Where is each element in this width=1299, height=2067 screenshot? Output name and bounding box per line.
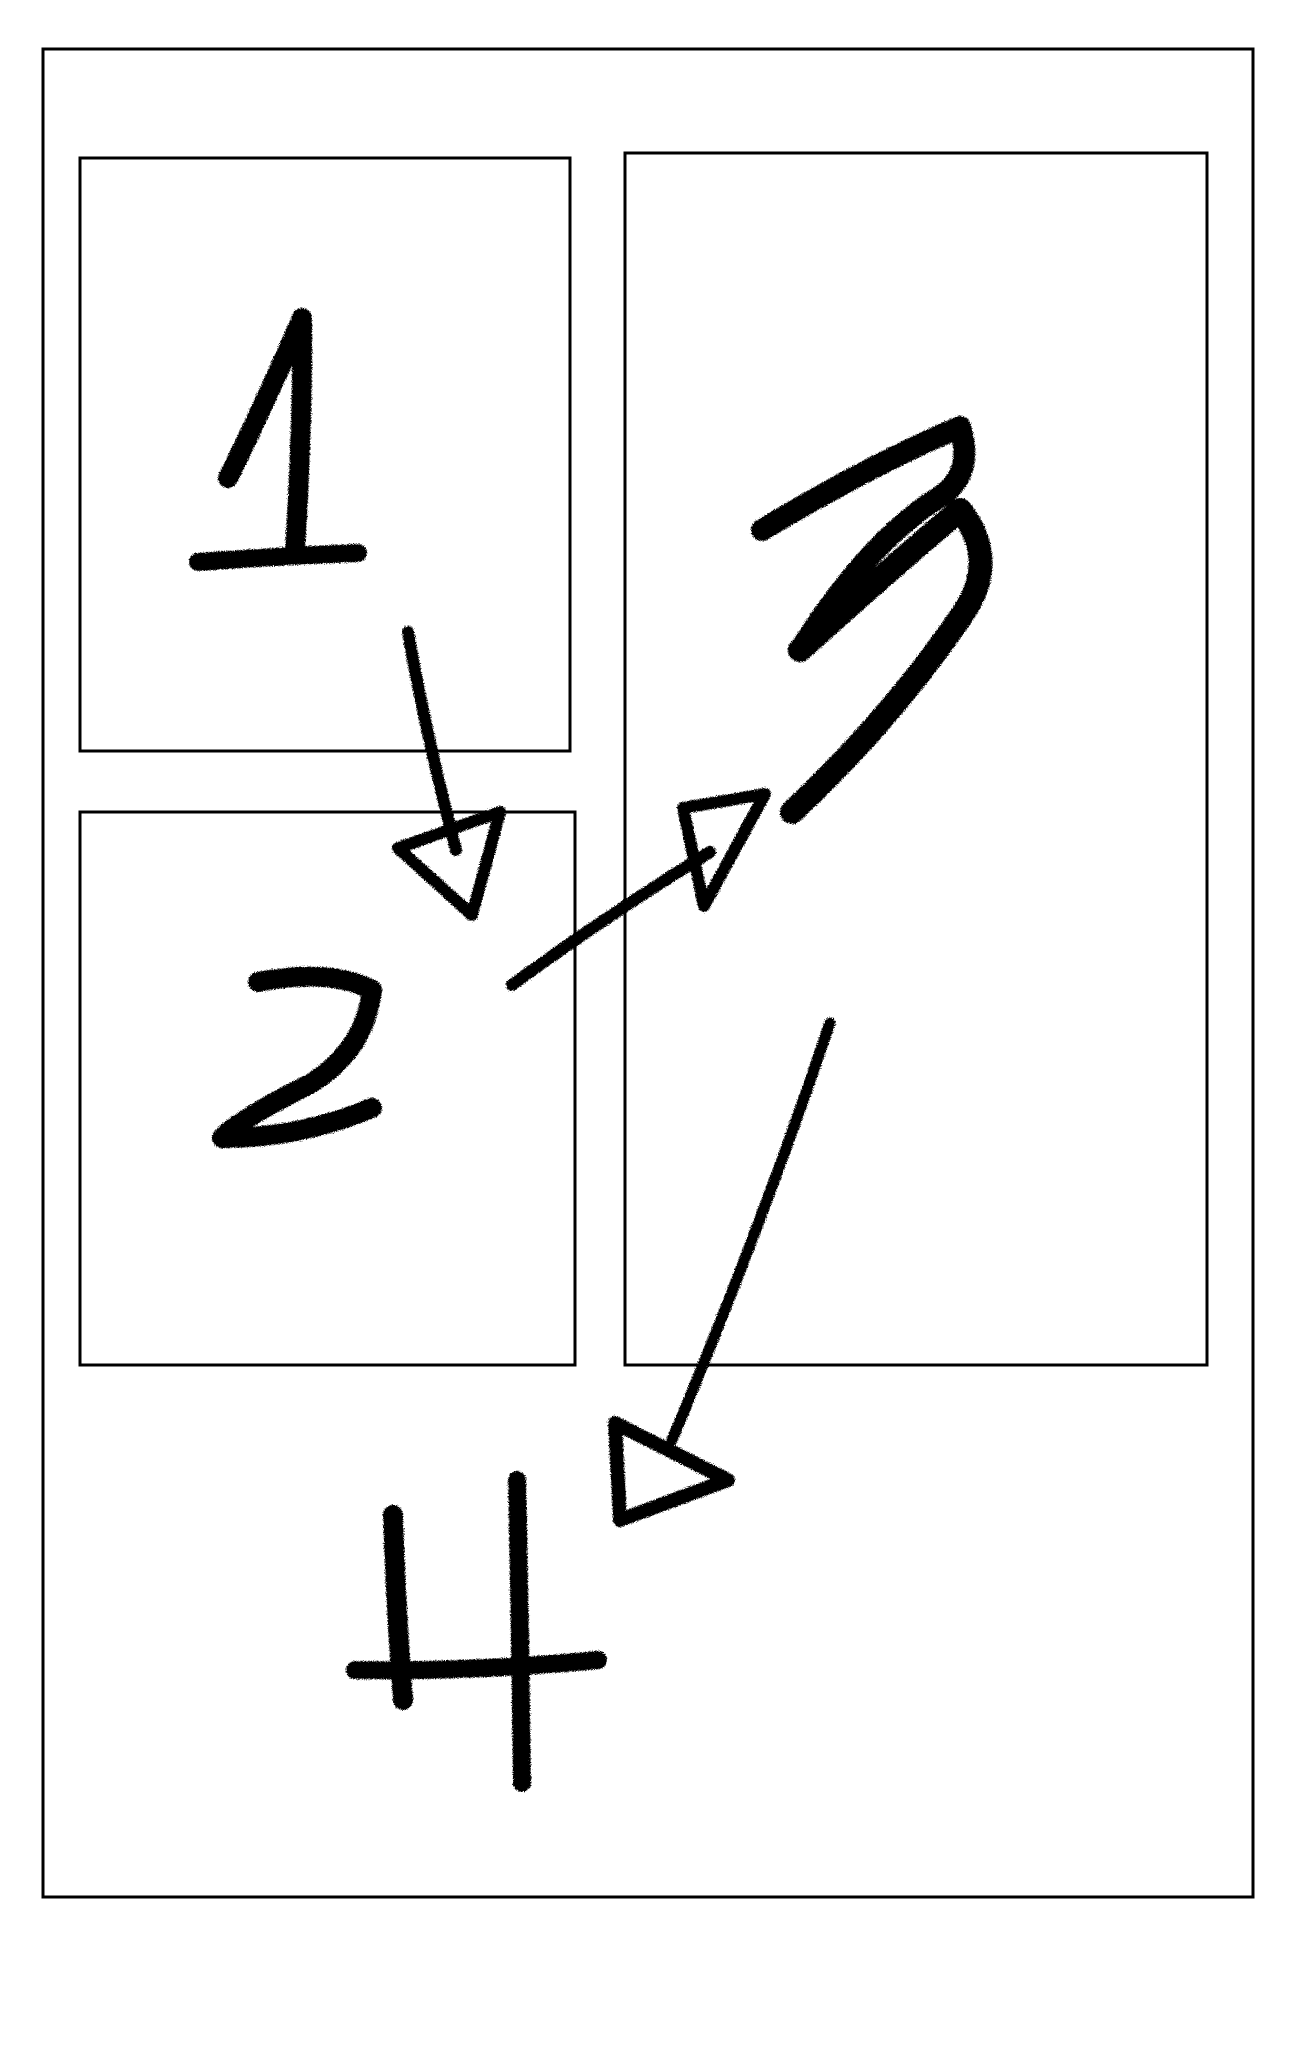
arrow-1-to-2 <box>392 626 506 921</box>
panel-number-4-text: 4 <box>470 1639 471 1641</box>
panel-number-3-text: 3 <box>880 599 881 601</box>
panel-number-1: 1 <box>189 308 367 571</box>
panel-number-4: 4 <box>346 1471 607 1792</box>
panel-3-frame <box>623 151 1209 1367</box>
panel-number-2: 2 <box>212 966 382 1148</box>
page-frame <box>41 47 1255 1899</box>
panel-1-frame <box>78 156 572 753</box>
panel-2-frame <box>78 810 577 1367</box>
panel-number-2-text: 2 <box>290 1049 291 1051</box>
panel-number-3: 3 <box>751 416 993 824</box>
arrow-3-to-4 <box>608 1017 836 1527</box>
arrow-2-to-3 <box>506 788 771 991</box>
